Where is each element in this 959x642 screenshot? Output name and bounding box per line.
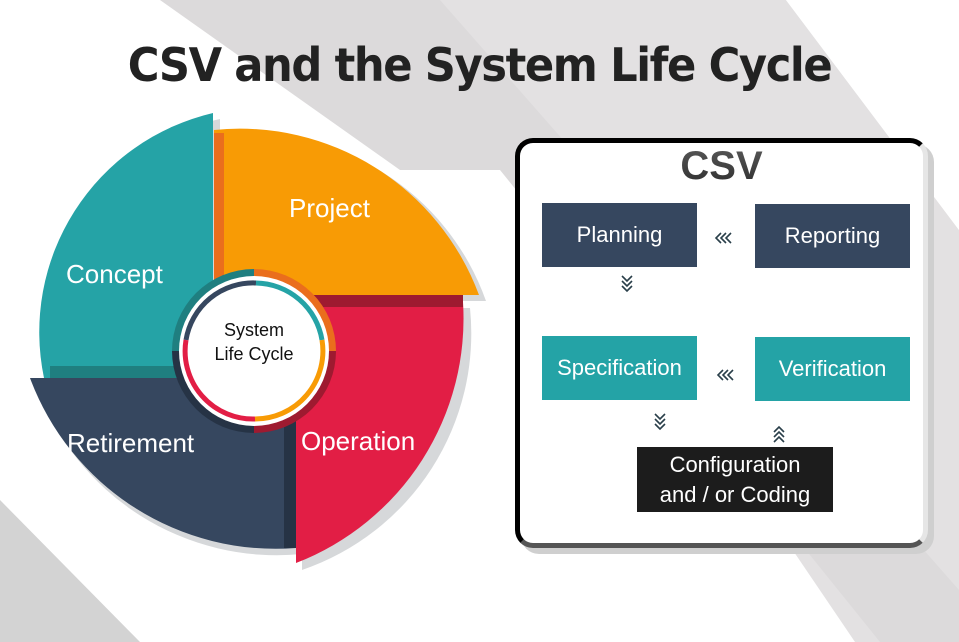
background-stripe-lower-left <box>0 500 140 642</box>
segment-label-operation: Operation <box>301 426 416 456</box>
segment-label-retirement: Retirement <box>67 428 195 458</box>
center-arc-orange <box>254 339 326 422</box>
segment-operation[interactable] <box>296 302 464 563</box>
segment-project-shade <box>214 133 224 295</box>
center-disc <box>187 284 321 418</box>
segment-project[interactable] <box>214 128 479 295</box>
center-arc-navy <box>183 280 257 341</box>
arrow-verification-to-specification-icon <box>716 369 734 381</box>
box-planning[interactable]: Planning <box>542 203 697 267</box>
box-configuration-line1: Configuration <box>669 451 801 477</box>
arrow-configuration-to-verification-icon <box>773 425 785 443</box>
center-arc-teal <box>255 280 325 341</box>
box-configuration-coding[interactable]: Configuration and / or Coding <box>637 447 833 512</box>
box-reporting[interactable]: Reporting <box>755 204 910 268</box>
box-specification[interactable]: Specification <box>542 336 697 400</box>
segment-label-project: Project <box>289 193 370 223</box>
center-label-line1: System <box>223 320 284 340</box>
center-label: System Life Cycle <box>194 318 314 366</box>
box-configuration-line2: and / or Coding <box>659 481 811 507</box>
center-arc-red <box>182 339 256 422</box>
arrow-specification-to-configuration-icon <box>654 413 666 431</box>
arrow-reporting-to-planning-icon <box>714 232 732 244</box>
box-verification[interactable]: Verification <box>755 337 910 401</box>
csv-heading: CSV <box>515 144 928 189</box>
segment-concept-shade <box>50 366 213 378</box>
center-label-line2: Life Cycle <box>214 344 294 364</box>
page-title: CSV and the System Life Cycle <box>127 38 833 92</box>
segment-operation-shade <box>296 295 463 307</box>
arrow-planning-to-specification-icon <box>621 275 633 293</box>
segment-concept[interactable] <box>39 113 213 378</box>
segment-label-concept: Concept <box>66 259 163 289</box>
